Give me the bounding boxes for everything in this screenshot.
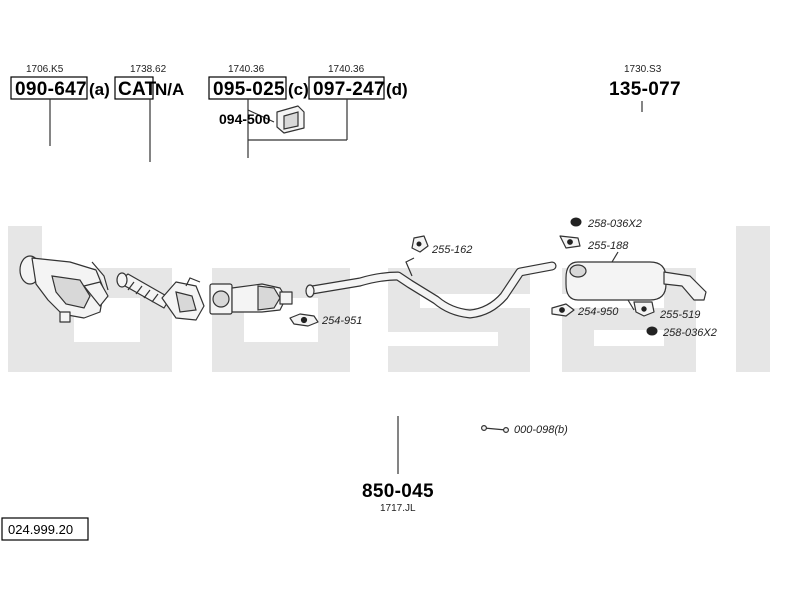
gasket-254-950: 254-950 [551,303,619,318]
leader-bracket-catalyst-group [247,99,348,158]
part-ref-1738-62: 1738.62 [130,64,167,75]
part-ref-1740-36: 1740.36 [328,64,365,75]
part-code-000-098b: 000-098(b) [514,424,568,436]
part-label-097-247: 1740.36 097-247 (d) [308,64,408,100]
gasket-254-951: 254-951 [289,313,362,327]
assembly-number-box: 024.999.20 [1,517,89,541]
part-code-box [114,76,154,100]
part-code-255-188: 255-188 [587,240,629,252]
part-code-255-162: 255-162 [431,244,472,256]
part-code-135-077: 135-077 [609,79,681,100]
part-suffix-a: (a) [89,80,110,99]
part-suffix-c: (c) [288,80,309,99]
part-code-097-247: 097-247 [313,79,385,100]
manifold-catalyst-drawing [19,255,109,323]
part-code-095-025: 095-025 [213,79,285,100]
part-code-258-036x2: 258-036X2 [587,218,642,230]
assembly-number: 024.999.20 [8,522,73,537]
part-ref-1730-s3: 1730.S3 [624,64,662,75]
hanger-255-162: 255-162 [411,235,472,256]
part-code-box [10,76,88,100]
part-code-cat: CAT [118,79,157,100]
part-suffix-na: N/A [155,80,184,99]
part-code-094-500: 094-500 [219,111,271,127]
part-label-095-025: 1740.36 095-025 (c) [208,64,309,100]
part-label-850-045: 850-045 1717.JL [362,416,434,514]
catalyst-converter-drawing [161,277,205,321]
part-code-254-951: 254-951 [321,315,362,327]
intermediate-pipe-drawing [305,257,557,319]
part-code-254-950: 254-950 [577,306,619,318]
part-label-135-077: 1730.S3 135-077 [609,64,681,112]
accessory-000-098b: 000-098(b) [481,424,568,436]
bracket-icon [276,105,305,134]
part-suffix-d: (d) [386,80,408,99]
hanger-255-188: 255-188 [559,235,629,252]
part-code-255-519: 255-519 [659,309,700,321]
clamp-258-036x2-upper: 258-036X2 [570,217,642,230]
part-ref-1740-36: 1740.36 [228,64,265,75]
part-code-258-036x2: 258-036X2 [662,327,717,339]
particulate-filter-drawing [209,283,293,315]
part-code-850-045: 850-045 [362,481,434,502]
hanger-255-519: 255-519 [633,301,700,321]
rear-muffler-drawing [565,251,707,311]
part-label-090-647: 1706.K5 090-647 (a) [10,64,110,146]
part-code-090-647: 090-647 [15,79,87,100]
clamp-258-036x2-lower: 258-036X2 [646,326,717,339]
part-ref-1706-k5: 1706.K5 [26,64,64,75]
part-ref-1717-jl: 1717.JL [380,503,416,514]
part-label-cat: 1738.62 CAT N/A [114,64,184,162]
part-label-094-500: 094-500 [219,105,305,134]
